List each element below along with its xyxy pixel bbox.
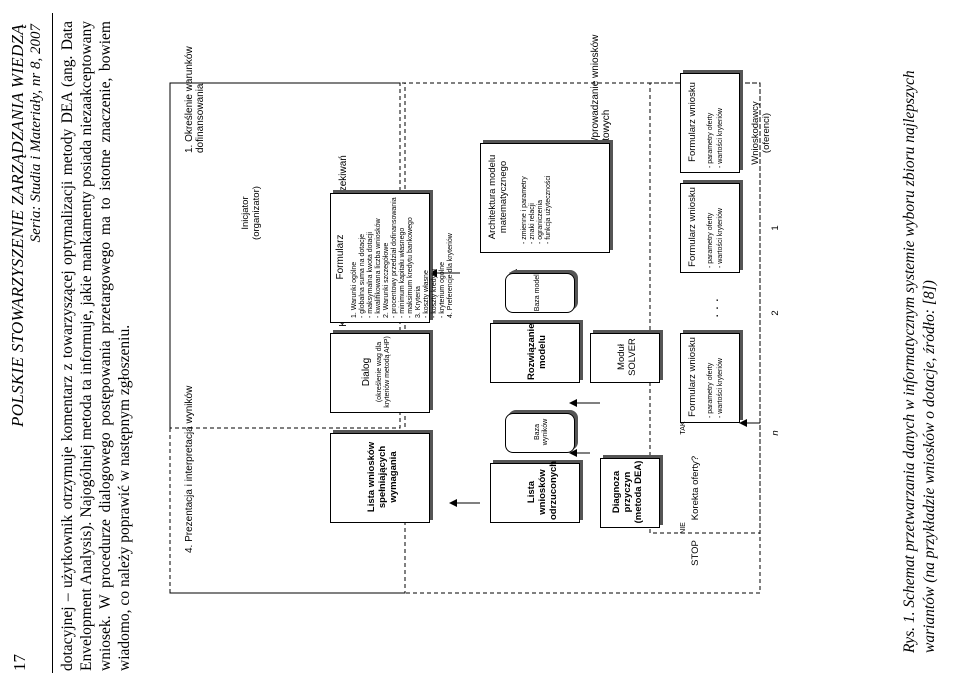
formularz-w3c: - kryterium ogólne <box>439 261 446 318</box>
lista-spelniajacych-box: Lista wniosków spełniających wymagania <box>330 433 430 523</box>
stop-label: STOP <box>690 540 701 566</box>
initiator-label: Inicjator (organizator) <box>240 186 262 240</box>
sec4-title: 4. Prezentacja i interpretacja wyników <box>184 385 195 553</box>
lista-odrzuconych: Lista wniosków odrzuconych <box>526 460 559 520</box>
dialog-sub: (określenie wag dla kryteriów metodą AHP… <box>376 336 391 408</box>
sec4-frame <box>169 82 761 594</box>
rozwiazanie-box: Rozwiązanie modelu <box>490 323 580 383</box>
architektura-title: Architektura modelu matematycznego <box>487 154 509 240</box>
fwn-wart: - wartości kryteriów <box>717 358 724 418</box>
header-rule <box>52 13 53 673</box>
architektura-list: - zmienne i parametry - znaki relacji - … <box>521 148 553 244</box>
formularz-contents: 1. Warunki ogólne - globalna suma na dot… <box>351 196 455 318</box>
fw1-title: Formularz wniosku <box>687 82 698 162</box>
fw2-title: Formularz wniosku <box>687 187 698 267</box>
lista-odrzuconych-box: Lista wniosków odrzuconych <box>490 460 580 523</box>
formularz-w2a: - procentowy przedział dofinansowania <box>391 197 398 318</box>
sec3-frame <box>169 82 406 594</box>
page-number: 17 <box>10 654 29 671</box>
fwn-param: - parametry oferty <box>707 362 714 418</box>
solver-box: Moduł SOLVER <box>590 333 660 383</box>
formularz-wniosku-n: Formularz wniosku - parametry oferty - w… <box>680 333 740 423</box>
rozwiazanie-label: Rozwiązanie modelu <box>526 323 548 381</box>
arch-item: - ograniczenia <box>537 200 544 244</box>
formularz-wniosku-1: Formularz wniosku - parametry oferty - w… <box>680 73 740 173</box>
formularz-w4: 4. Preferencje dla kryteriów <box>447 233 454 318</box>
applicant-1: 1 <box>770 225 781 231</box>
formularz-w1a: - globalna suma na dotacje <box>359 233 366 318</box>
lista-spelniajacych: Lista wniosków spełniających wymagania <box>366 441 399 513</box>
formularz-w3b: - koszty kredytu <box>431 268 438 318</box>
body-text: dotacyjnej – użytkownik otrzymuje koment… <box>58 21 134 671</box>
diagnoza-box: Diagnoza przyczyn (metoda DEA) <box>600 458 660 528</box>
architektura-box: Architektura modelu matematycznego - zmi… <box>480 143 610 253</box>
fw1-param: - parametry oferty <box>707 112 714 168</box>
fwn-title: Formularz wniosku <box>687 337 698 417</box>
arch-item: - funkcja użyteczności <box>545 175 552 244</box>
baza-modeli: Baza modeli <box>505 273 575 313</box>
fw2-wart: - wartości kryteriów <box>717 208 724 268</box>
formularz-wniosku-2: Formularz wniosku - parametry oferty - w… <box>680 183 740 273</box>
diagnoza-label: Diagnoza przyczyn (metoda DEA) <box>611 460 644 524</box>
formularz-w1b: - maksymalna kwota dotacji <box>367 232 374 318</box>
applicants-label: Wnioskodawcy (oferenci) <box>750 101 772 165</box>
journal-title: POLSKIE STOWARZYSZENIE ZARZĄDZANIA WIEDZ… <box>8 24 27 427</box>
solver-label: Moduł SOLVER <box>616 338 638 376</box>
formularz-w2: 2. Warunki szczegółowe <box>383 242 390 318</box>
tak-label: TAK <box>680 421 687 435</box>
arch-item: - zmienne i parametry <box>521 176 528 244</box>
figure-caption: Rys. 1. Schemat przetwarzania danych w i… <box>901 70 938 653</box>
arch-item: - znaki relacji <box>529 203 536 244</box>
body-paragraph: dotacyjnej – użytkownik otrzymuje koment… <box>59 21 133 671</box>
baza-wynikow: Baza wyników <box>505 413 575 453</box>
baza-modeli-label: Baza modeli <box>534 272 541 312</box>
applicant-2: 2 <box>770 310 781 316</box>
fw1-wart: - wartości kryteriów <box>717 108 724 168</box>
formularz-w2c: - maksimum kredytu bankowego <box>407 217 414 318</box>
applicant-n: n <box>770 430 781 436</box>
nie-label: NIE <box>680 522 687 534</box>
journal-series: Seria: Studia i Materiały, nr 8, 2007 <box>28 24 44 243</box>
formularz-w3: 3. Kryteria <box>415 286 422 318</box>
dialog-box: Dialog (określenie wag dla kryteriów met… <box>330 333 430 413</box>
formularz-w1: 1. Warunki ogólne <box>351 261 358 318</box>
forms-ellipsis: . . . <box>705 298 721 318</box>
dialog-title: Dialog <box>361 357 372 387</box>
formularz-title: Formularz <box>335 234 346 280</box>
formularz-w1c: - kwalifikowana liczba wniosków <box>375 218 382 318</box>
baza-wynikow-label: Baza wyników <box>534 418 549 446</box>
korekta-label: Korekta oferty? <box>690 455 701 521</box>
flow-diagram: 1. Określenie warunków dofinansowania 2.… <box>160 0 900 693</box>
formularz-w2b: - minimum kapitału własnego <box>399 227 406 318</box>
formularz-w3a: - koszty własne <box>423 270 430 318</box>
sec1-title: 1. Określenie warunków dofinansowania <box>184 46 206 153</box>
sec2-title: 2. Wprowadzanie wniosków ofertowych <box>590 34 612 158</box>
formularz-box: Formularz 1. Warunki ogólne - globalna s… <box>330 193 454 323</box>
fw2-param: - parametry oferty <box>707 212 714 268</box>
